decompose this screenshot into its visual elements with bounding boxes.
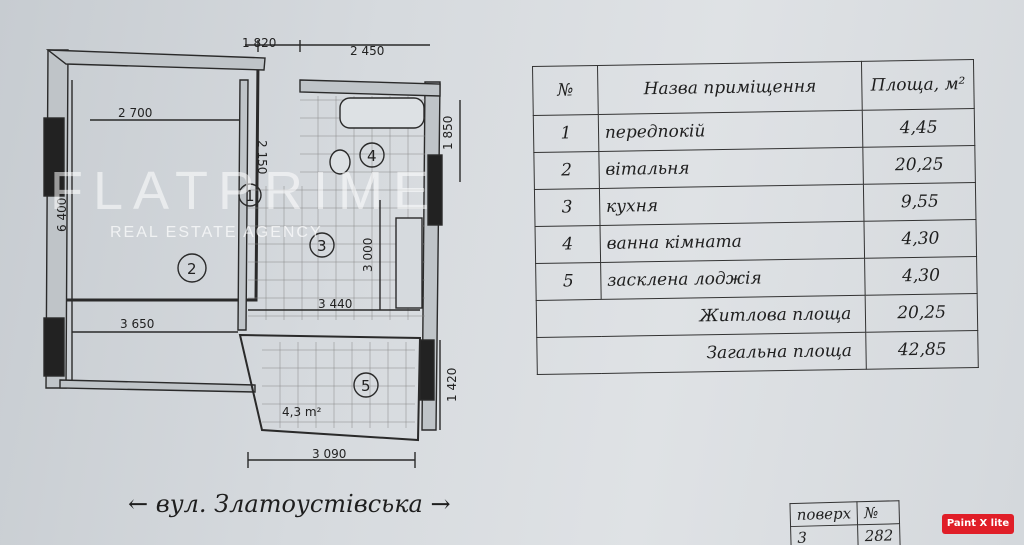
row-no: 5 <box>535 262 601 301</box>
row-area: 20,25 <box>863 145 976 185</box>
room-marker <box>309 232 335 258</box>
window <box>43 317 65 377</box>
window <box>419 339 435 401</box>
row-area: 4,45 <box>862 108 975 148</box>
row-name: вітальня <box>598 147 864 189</box>
no-value: 282 <box>857 523 901 545</box>
room-marker <box>177 253 207 283</box>
table-header-row: № Назва приміщення Площа, м² <box>532 59 975 116</box>
living-area-value: 20,25 <box>865 293 978 333</box>
dim-label: 2 150 <box>255 140 269 174</box>
room-number: 3 <box>317 237 327 255</box>
arrow-left-icon: ← <box>128 490 149 518</box>
window <box>427 154 443 226</box>
bathtub <box>339 97 425 129</box>
dim-label: 6 400 <box>55 198 69 232</box>
bottom-wall <box>59 379 256 393</box>
no-label: № <box>857 500 900 525</box>
total-area-label: Загальна площа <box>536 332 867 375</box>
living-area-label: Житлова площа <box>536 295 867 338</box>
dim-label: 3 440 <box>318 297 352 311</box>
toilet <box>329 149 351 175</box>
col-no: № <box>532 65 599 116</box>
row-name: ванна кімната <box>599 221 865 263</box>
watermark-title: FLATPRIME <box>50 161 440 221</box>
room-number: 1 <box>245 187 255 205</box>
row-name: засклена лоджія <box>600 258 866 300</box>
dim-label: 3 090 <box>312 447 346 461</box>
row-area: 4,30 <box>864 256 978 296</box>
loggia-area-label: 4,3 m² <box>282 405 322 419</box>
kitchen-wall-top <box>299 79 441 97</box>
dimension-line <box>247 452 416 468</box>
room-marker <box>353 372 379 398</box>
room-marker <box>238 183 262 207</box>
loggia-wall <box>238 333 422 442</box>
total-area-row: Загальна площа 42,85 <box>536 330 979 375</box>
watermark-subtitle: REAL ESTATE AGENCY <box>110 224 323 241</box>
row-name: передпокій <box>598 110 864 152</box>
street-label: ← вул. Златоустівська → <box>128 490 451 518</box>
room-number: 4 <box>367 147 377 165</box>
floor-value: 3 <box>790 524 859 545</box>
row-no: 2 <box>533 151 600 190</box>
row-no: 3 <box>534 188 600 227</box>
dim-label: 1 850 <box>441 116 455 150</box>
floor-label: поверх <box>789 501 858 527</box>
dim-label: 2 450 <box>350 44 384 58</box>
arrow-right-icon: → <box>430 490 451 518</box>
total-area-value: 42,85 <box>866 330 979 370</box>
room-marker <box>359 142 385 168</box>
dim-label: 3 000 <box>361 238 375 272</box>
partition-wall <box>237 79 249 331</box>
room-number: 5 <box>361 377 371 395</box>
row-no: 1 <box>533 114 599 153</box>
rooms-table: № Назва приміщення Площа, м² 1 передпокі… <box>532 59 979 375</box>
row-area: 9,55 <box>863 182 976 222</box>
dim-label: 1 420 <box>445 368 459 402</box>
kitchen-counter <box>395 217 423 309</box>
street-name: вул. Златоустівська <box>155 490 423 518</box>
dimension-line <box>245 40 430 52</box>
row-area: 4,30 <box>864 219 977 259</box>
dim-label: 2 700 <box>118 106 152 120</box>
dim-label: 3 650 <box>120 317 154 331</box>
window <box>43 117 65 197</box>
row-name: кухня <box>599 184 865 226</box>
top-wall <box>45 49 266 71</box>
app-badge[interactable]: Paint X lite <box>942 514 1014 534</box>
room-number: 2 <box>187 260 197 278</box>
row-no: 4 <box>535 225 601 264</box>
col-area: Площа, м² <box>861 59 975 111</box>
col-name: Назва приміщення <box>597 61 863 115</box>
dim-label: 1 820 <box>242 36 276 50</box>
